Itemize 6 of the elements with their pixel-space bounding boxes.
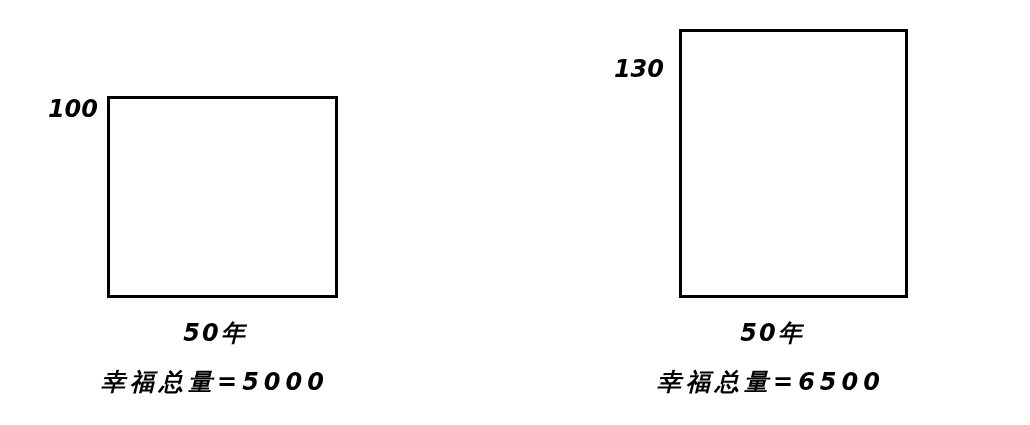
height-label: 130 xyxy=(613,56,664,84)
total-label: 幸福总量=5000 xyxy=(101,369,329,397)
duration-label: 50年 xyxy=(183,320,247,348)
duration-label: 50年 xyxy=(740,320,804,348)
total-label: 幸福总量=6500 xyxy=(657,369,885,397)
height-label: 100 xyxy=(47,96,98,124)
